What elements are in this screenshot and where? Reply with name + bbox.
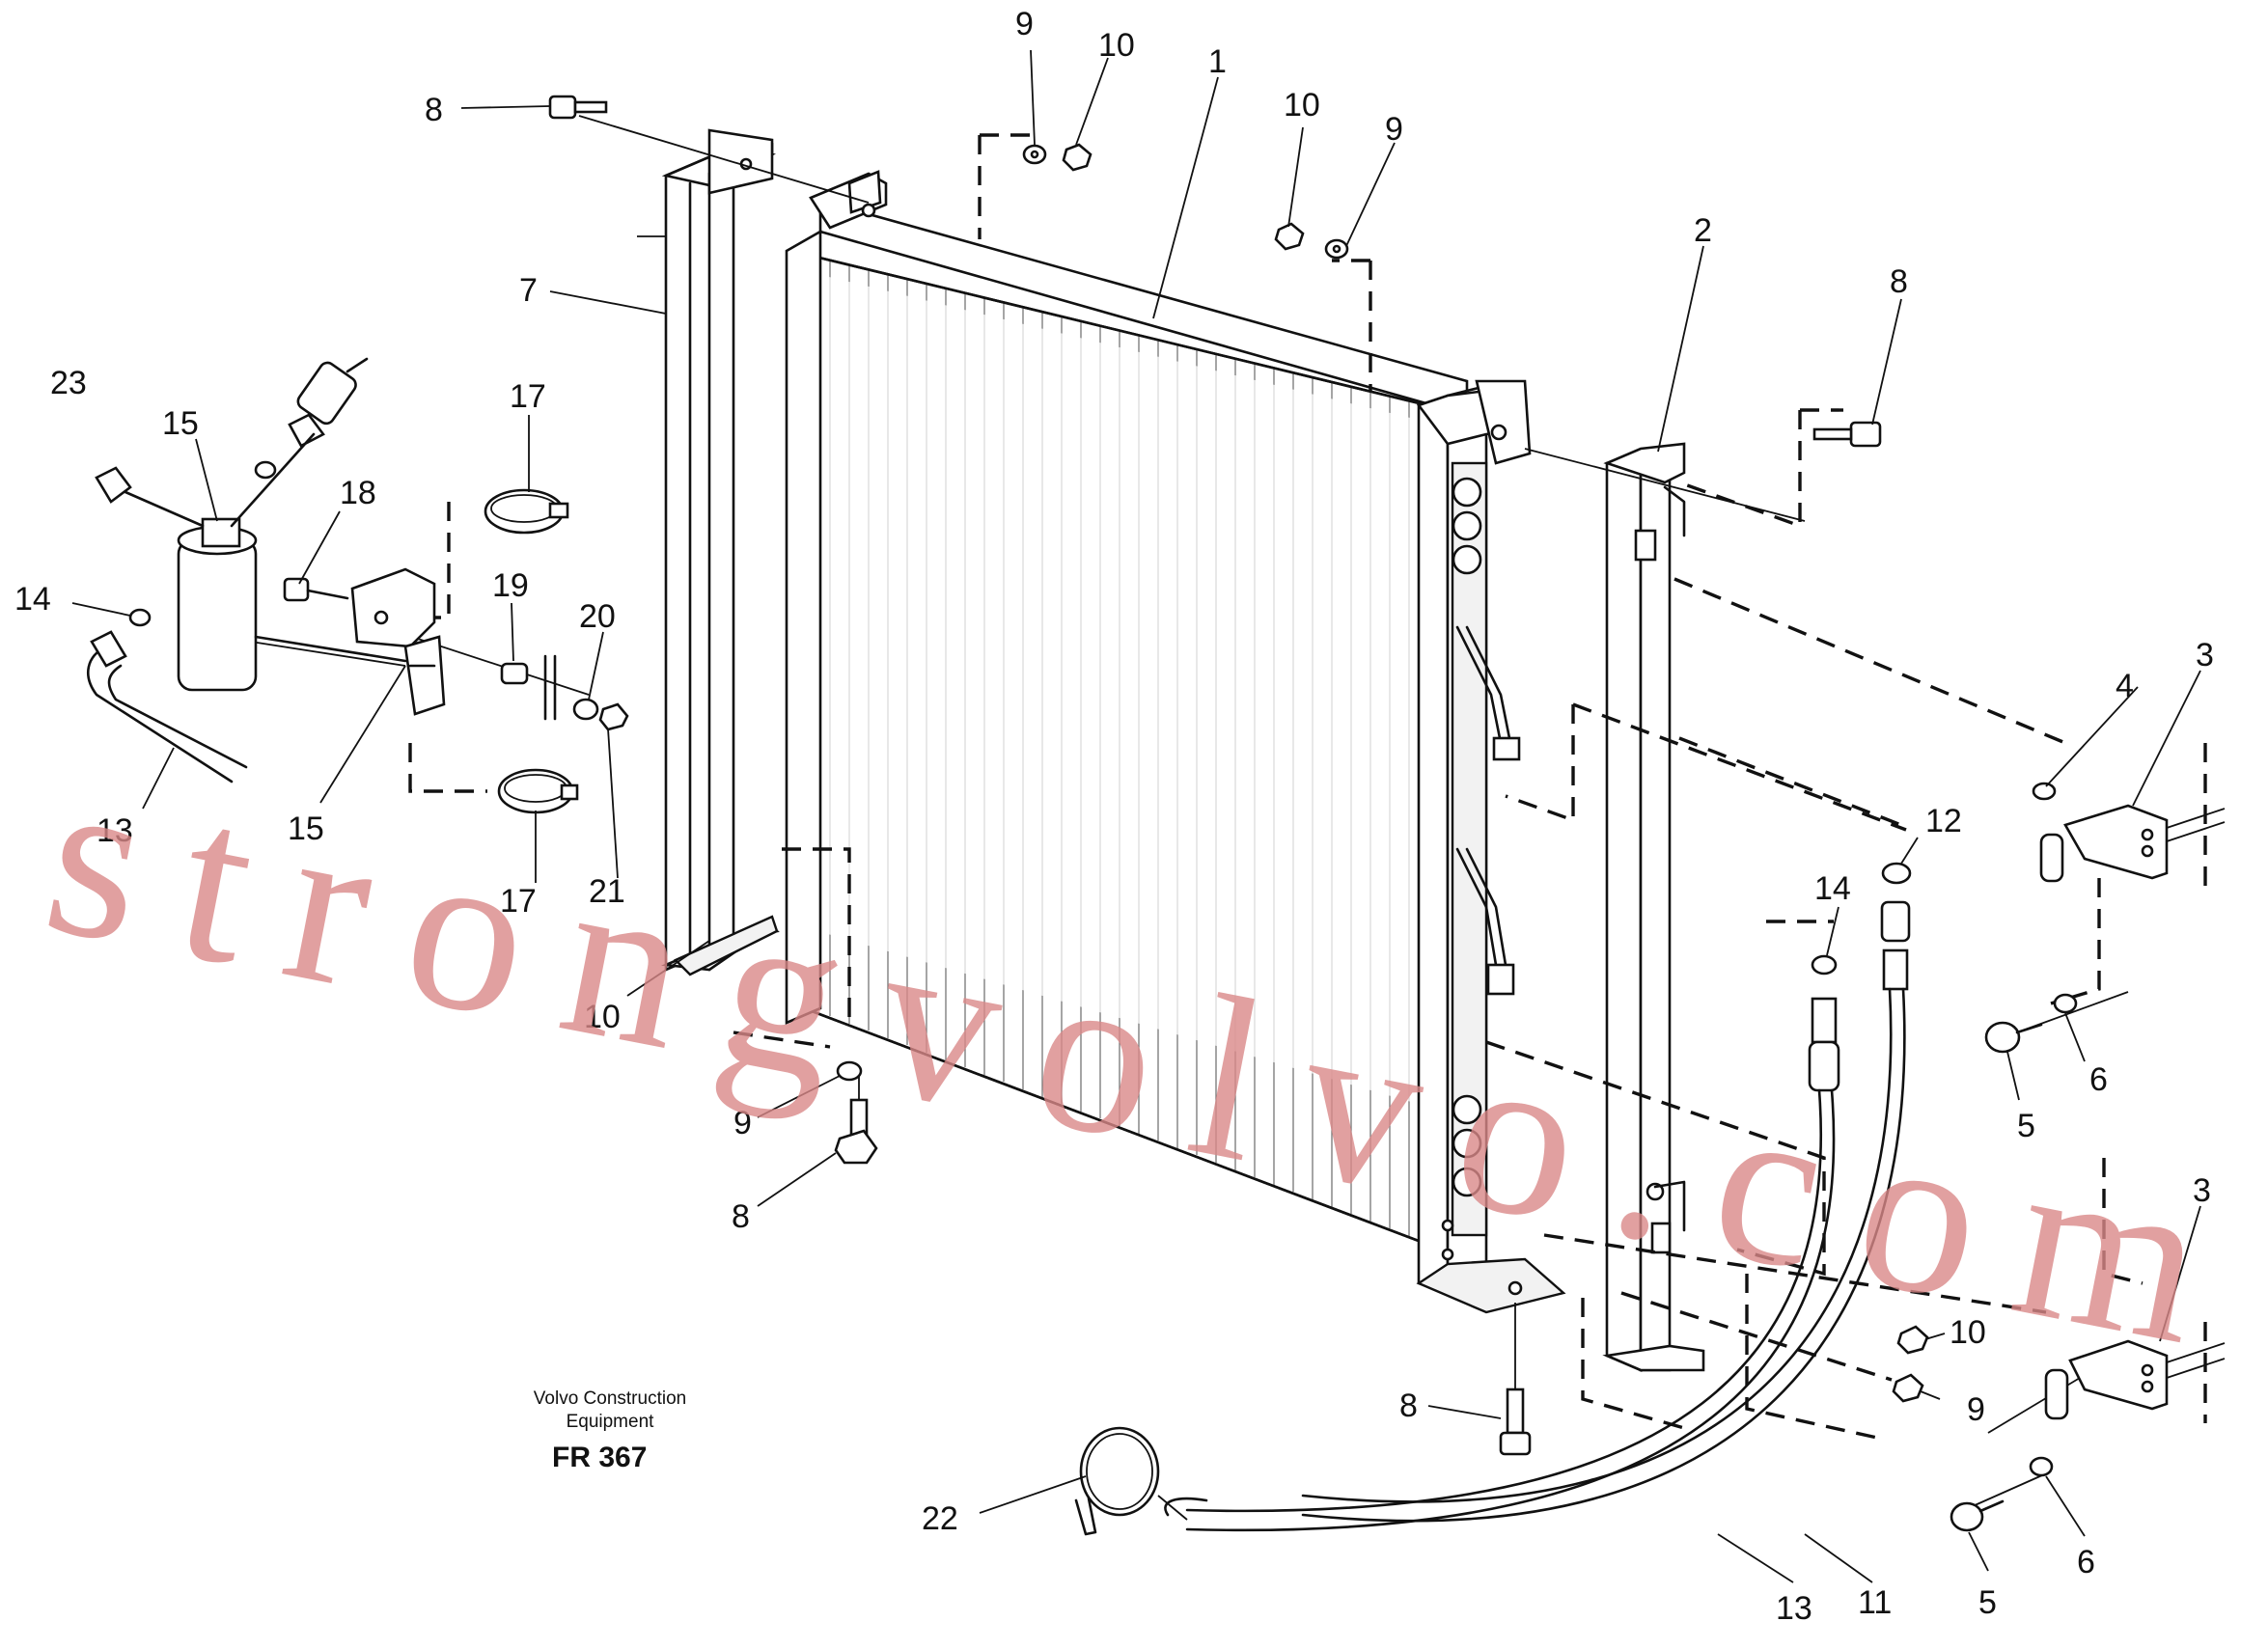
callout-17-bottom: 17 (500, 883, 537, 920)
receiver-drier (87, 357, 407, 783)
callout-1: 1 (1208, 43, 1227, 80)
caption-equipment: Equipment (567, 1412, 655, 1432)
callout-10-left: 10 (584, 999, 621, 1035)
figure-caption: Volvo Construction Equipment FR 367 (534, 1388, 686, 1473)
callout-5-bottom: 5 (1978, 1584, 1997, 1621)
callout-23: 23 (50, 365, 87, 401)
hose-clamp-17-bottom (497, 768, 579, 814)
callout-18: 18 (340, 475, 376, 511)
callout-5-top: 5 (2017, 1108, 2035, 1144)
callout-14-right: 14 (1814, 870, 1851, 907)
bolt-8-right (1812, 421, 1882, 448)
callout-13-bottom: 13 (1776, 1590, 1812, 1627)
callout-8-right: 8 (1890, 263, 1908, 300)
callout-11: 11 (1858, 1584, 1892, 1621)
hose-clamp-17-top (484, 488, 569, 535)
callout-20: 20 (579, 598, 616, 635)
bracket-3-top (2039, 743, 2226, 888)
callout-3-top: 3 (2196, 637, 2214, 673)
bolt-8-left (834, 1098, 878, 1165)
callout-8-bottom: 8 (1399, 1388, 1418, 1424)
condenser-core (785, 170, 1469, 1261)
callout-9-left: 9 (733, 1105, 752, 1141)
mounting-plate-16 (350, 567, 446, 716)
left-mounting-bracket (637, 128, 780, 976)
bolt-8-bottom (1499, 1388, 1532, 1456)
assembly-guide-lines (250, 115, 2144, 1521)
leader-lines (71, 49, 2201, 1583)
hose-clamp-22 (1074, 1426, 1160, 1536)
callout-17-top: 17 (510, 378, 546, 415)
washer-12 (1881, 862, 1912, 885)
callout-8-left: 8 (732, 1198, 750, 1235)
washer-9-left (836, 1060, 863, 1082)
right-mounting-bracket (1602, 442, 1705, 1372)
washer-20 (572, 698, 599, 721)
nut-10-top (1062, 143, 1093, 172)
callout-numbers: 8 9 10 1 10 9 2 8 7 23 15 17 18 14 19 20… (14, 6, 2214, 1627)
spacer-19 (500, 654, 557, 721)
hose-11 (1301, 900, 1911, 1523)
washer-14-right (1811, 954, 1838, 976)
callout-9-mid: 9 (1385, 111, 1403, 148)
washer-6-bottom (2029, 1456, 2054, 1477)
callout-2: 2 (1694, 212, 1712, 249)
callout-9-top: 9 (1015, 6, 1034, 42)
hose-13-right (1164, 997, 1840, 1532)
callout-8-top: 8 (425, 92, 443, 128)
callout-12: 12 (1925, 803, 1962, 839)
callout-9-bottom: 9 (1967, 1391, 1985, 1428)
callout-15-bottom: 15 (288, 811, 324, 847)
bolt-5-top (1984, 1021, 2043, 1054)
callout-22: 22 (922, 1500, 958, 1537)
callout-10-top: 10 (1098, 27, 1135, 64)
callout-6-bottom: 6 (2077, 1544, 2095, 1580)
callout-15-top: 15 (162, 405, 199, 442)
nut-10-mid (1274, 222, 1305, 251)
callout-7: 7 (519, 272, 538, 309)
bolt-8-top (548, 95, 608, 120)
callout-6-top: 6 (2089, 1061, 2108, 1098)
callout-3-bottom: 3 (2193, 1172, 2211, 1209)
condenser-right-plate (1416, 379, 1566, 1314)
washer-9-top (1022, 144, 1047, 165)
bolt-18 (283, 577, 349, 602)
caption-company: Volvo Construction (534, 1388, 686, 1409)
callout-19: 19 (492, 567, 529, 604)
bracket-3-bottom (2044, 1322, 2226, 1423)
washer-9-mid (1324, 238, 1349, 260)
callout-21: 21 (589, 873, 625, 910)
callout-10-mid: 10 (1284, 87, 1320, 124)
callout-14-left: 14 (14, 581, 51, 618)
callout-13-left: 13 (97, 812, 133, 849)
washer-6-top (2053, 993, 2078, 1014)
washer-9-bottom (1892, 1373, 1924, 1403)
callout-4: 4 (2116, 668, 2134, 704)
figure-code: FR 367 (552, 1442, 647, 1473)
washer-4 (2032, 782, 2057, 801)
bolt-5-bottom (1950, 1499, 2005, 1532)
nut-21 (598, 702, 629, 731)
nut-10-bottom (1896, 1325, 1929, 1355)
callout-10-bottom: 10 (1950, 1314, 1986, 1351)
